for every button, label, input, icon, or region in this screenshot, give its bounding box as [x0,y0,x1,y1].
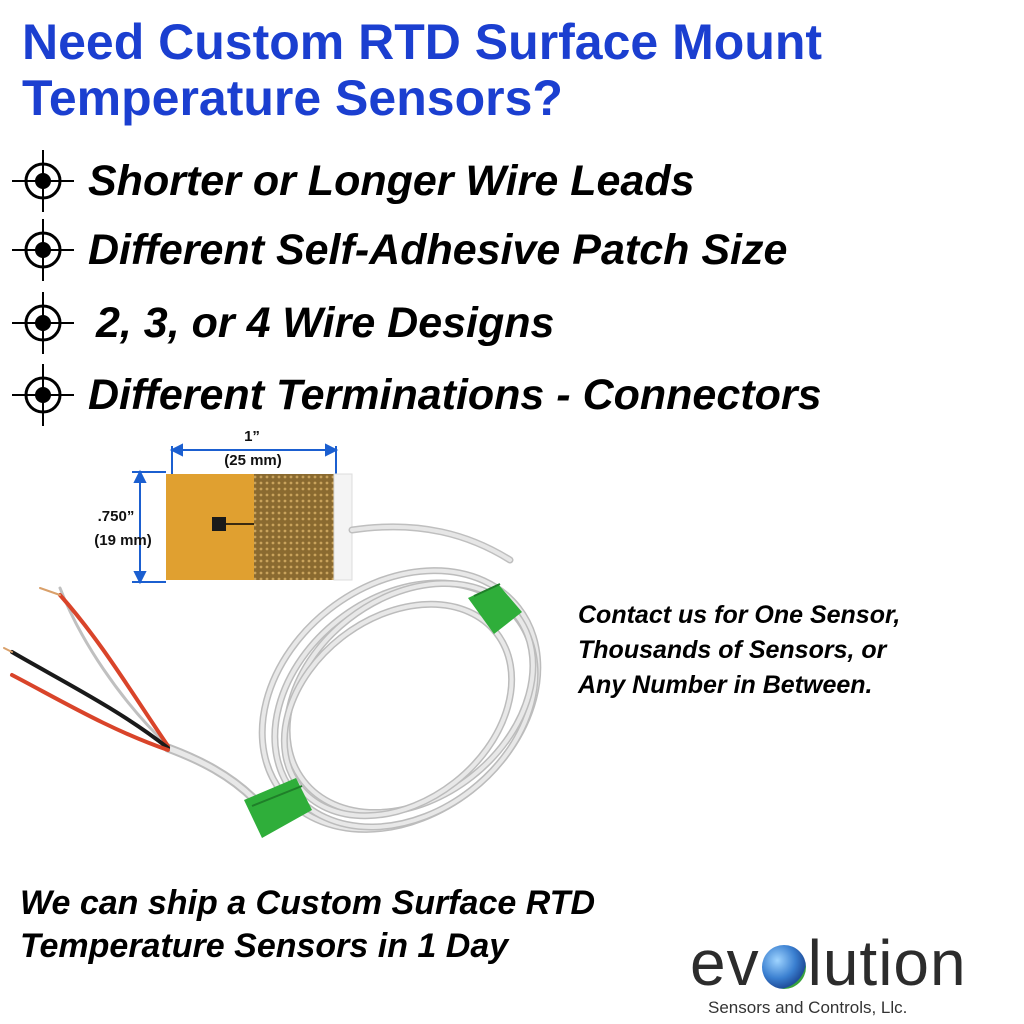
crosshair-icon [12,219,74,281]
title-line-1: Need Custom RTD Surface Mount [22,14,823,70]
logo-word-start: ev [690,927,760,999]
bullet-text: 2, 3, or 4 Wire Designs [96,298,555,347]
crosshair-icon [12,364,74,426]
dimension-width-inch: 1” [244,428,260,445]
globe-icon [761,945,806,989]
green-tape [244,583,522,838]
bullet-item: Different Terminations - Connectors [8,360,1008,430]
dimension-width-mm: (25 mm) [224,452,282,469]
crosshair-icon [12,292,74,354]
bullet-item: Different Self-Adhesive Patch Size [8,215,1008,285]
dimension-height-mm: (19 mm) [94,532,152,549]
contact-line-2: Thousands of Sensors, or [578,636,887,664]
sensor-illustration [3,443,542,838]
bullet-item: Shorter or Longer Wire Leads [8,146,1008,216]
page-title: Need Custom RTD Surface Mount Temperatur… [22,14,822,126]
logo-word-end: lution [807,927,967,999]
bullet-text: Shorter or Longer Wire Leads [88,156,695,205]
contact-line-3: Any Number in Between. [578,671,873,699]
title-line-2: Temperature Sensors? [22,70,563,126]
bullet-text: Different Terminations - Connectors [88,370,822,419]
contact-line-1: Contact us for One Sensor, [578,601,901,629]
adhesive-patch [166,473,353,581]
bullet-item: 2, 3, or 4 Wire Designs [8,288,1008,358]
company-logo: ev lution Sensors and Controls, Llc. [690,928,1010,1018]
dimension-width-arrow [169,443,339,476]
shipping-message: We can ship a Custom Surface RTD Tempera… [20,882,740,968]
logo-wordmark: ev lution [690,928,967,998]
logo-tagline: Sensors and Controls, Llc. [708,998,908,1017]
shipping-line-2: Temperature Sensors in 1 Day [20,927,509,965]
lead-wires [3,586,170,752]
dimension-height-inch: .750” [97,508,135,525]
shipping-line-1: We can ship a Custom Surface RTD [20,884,595,922]
contact-message: Contact us for One Sensor, Thousands of … [578,598,1018,703]
bullet-text: Different Self-Adhesive Patch Size [88,225,788,274]
dimension-height-arrow [132,469,166,585]
crosshair-icon [12,150,74,212]
